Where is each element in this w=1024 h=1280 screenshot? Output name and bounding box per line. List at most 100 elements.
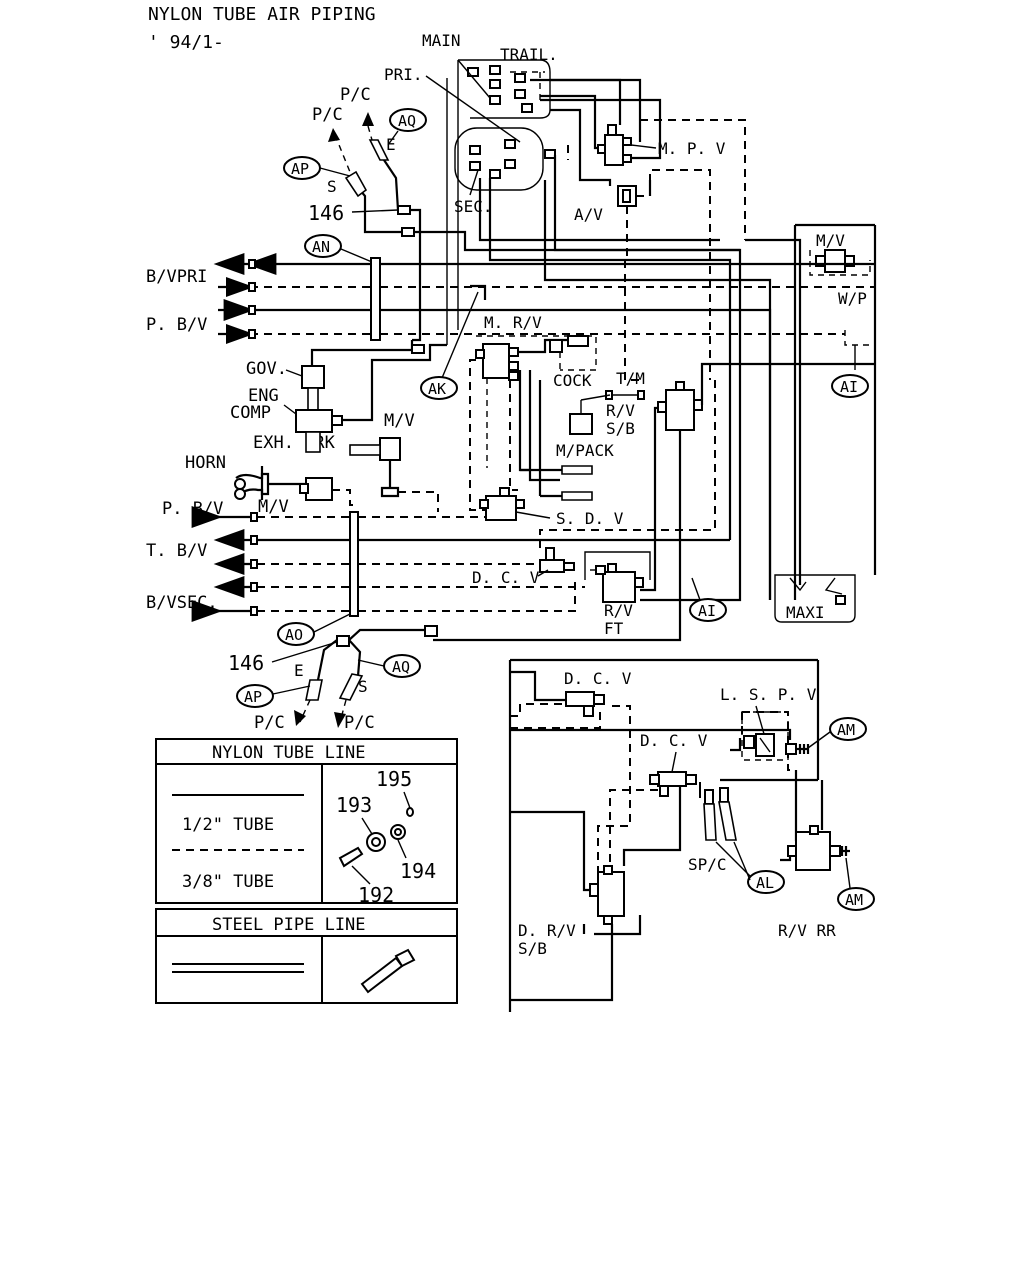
label-s-top: S [327, 177, 337, 196]
label-mv-right: M/V [816, 231, 845, 250]
svg-text:AP: AP [291, 160, 309, 178]
svg-text:AQ: AQ [398, 112, 416, 130]
mpv-valve [597, 124, 632, 166]
svg-text:AO: AO [285, 626, 303, 644]
bv-pri-junction [370, 257, 381, 341]
svg-text:AN: AN [312, 238, 330, 256]
drvsb-valve [589, 865, 625, 925]
label-pri: PRI. [384, 65, 423, 84]
engine-compressor [295, 409, 343, 453]
label-pc-4: P/C [344, 713, 375, 733]
label-rvft-2: FT [604, 619, 624, 638]
label-av: A/V [574, 205, 603, 224]
mv-right-valve [815, 249, 855, 273]
label-dcv-r2: D. C. V [640, 731, 708, 750]
legend-nylon-header: NYLON TUBE LINE [212, 743, 366, 763]
mv-mid-valve [349, 437, 401, 461]
svg-text:AM: AM [845, 891, 863, 909]
label-mpv: M. P. V [658, 139, 726, 158]
label-pbv-mid: P. B/V [162, 499, 223, 519]
label-maxi: MAXI [786, 603, 825, 622]
label-mpack: M/PACK [556, 441, 614, 460]
label-pbv-top: P. B/V [146, 315, 207, 335]
label-rvsb-2: S/B [606, 419, 635, 438]
dcv-r1-valve [565, 691, 605, 717]
svg-text:AQ: AQ [392, 658, 410, 676]
label-e-top: E [386, 135, 396, 154]
legend-nylon [155, 738, 458, 904]
legend-part-195: 195 [376, 767, 412, 791]
top-hose-group [328, 112, 740, 342]
label-spc: SP/C [688, 855, 727, 874]
legend-half-tube: 1/2" TUBE [182, 815, 274, 835]
lspv-valve [741, 711, 810, 761]
dcv-r2-valve [649, 771, 697, 797]
label-gov: GOV. [246, 359, 287, 379]
label-main: MAIN [422, 31, 461, 50]
label-pc-2: P/C [340, 85, 371, 105]
tag-ap-bot [236, 684, 274, 708]
tag-al [747, 870, 785, 894]
tag-an [304, 234, 342, 258]
label-rvrr: R/V RR [778, 921, 836, 940]
label-dcv-mid: D. C. V [472, 568, 540, 587]
maxi-unit [774, 574, 856, 623]
svg-text:AK: AK [428, 380, 446, 398]
tag-ak [420, 376, 458, 400]
mrv-valve [475, 343, 519, 381]
tag-ai-2 [689, 598, 727, 622]
label-cock: COCK [553, 371, 592, 390]
governor [301, 365, 325, 411]
legend-part-194: 194 [400, 859, 436, 883]
label-146-top: 146 [308, 201, 344, 225]
tag-aq-top [389, 108, 427, 132]
tag-am-1 [829, 717, 867, 741]
mv-horn-valve [299, 477, 333, 501]
tag-ao [277, 622, 315, 646]
mpack [569, 413, 593, 435]
label-mv-mid: M/V [384, 411, 415, 431]
rvft-valve [595, 563, 644, 603]
legend-steel-header: STEEL PIPE LINE [212, 915, 366, 935]
diagram-subtitle: ' 94/1- [148, 32, 224, 53]
sdv-valve [479, 487, 525, 521]
label-mrv: M. R/V [484, 313, 542, 332]
label-e-bot: E [294, 661, 304, 680]
label-bv-pri: B/VPRI [146, 267, 207, 287]
label-trail: TRAIL. [500, 45, 558, 64]
label-tbv: T. B/V [146, 541, 207, 561]
tank-group [425, 59, 556, 345]
svg-text:AL: AL [756, 874, 774, 892]
rvrr-valve [787, 825, 850, 871]
legend-38-tube: 3/8" TUBE [182, 872, 274, 892]
label-bv-sec: B/VSEC. [146, 593, 218, 613]
horn-icon [234, 466, 270, 500]
label-rvft-1: R/V [604, 601, 633, 620]
label-drvsb-1: D. R/V [518, 921, 576, 940]
label-eng-1: ENG [248, 386, 279, 406]
diagram-title: NYLON TUBE AIR PIPING [148, 4, 376, 25]
label-rvsb-1: R/V [606, 401, 635, 420]
bv-sec-junction [349, 511, 359, 617]
legend-steel [155, 908, 458, 1004]
tag-ai-1 [831, 374, 869, 398]
tag-am-2 [837, 887, 875, 911]
bottom-hose-group [294, 625, 438, 728]
label-146-bot: 146 [228, 651, 264, 675]
svg-text:AI: AI [840, 378, 858, 396]
label-exh-brk: EXH. BRK [253, 433, 336, 453]
label-drvsb-2: S/B [518, 939, 547, 958]
label-horn: HORN [185, 453, 226, 473]
legend-part-193: 193 [336, 793, 372, 817]
label-dcv-r1: D. C. V [564, 669, 632, 688]
rvsb-valve [657, 381, 703, 431]
label-lspv: L. S. P. V [720, 685, 817, 704]
label-wp: W/P [838, 289, 867, 308]
dcv-mid-valve [539, 547, 575, 573]
spc-hoses [703, 787, 737, 841]
svg-text:AI: AI [698, 602, 716, 620]
av-valve [617, 185, 637, 207]
rear-diagram [508, 658, 824, 1012]
label-pc-3: P/C [254, 713, 285, 733]
